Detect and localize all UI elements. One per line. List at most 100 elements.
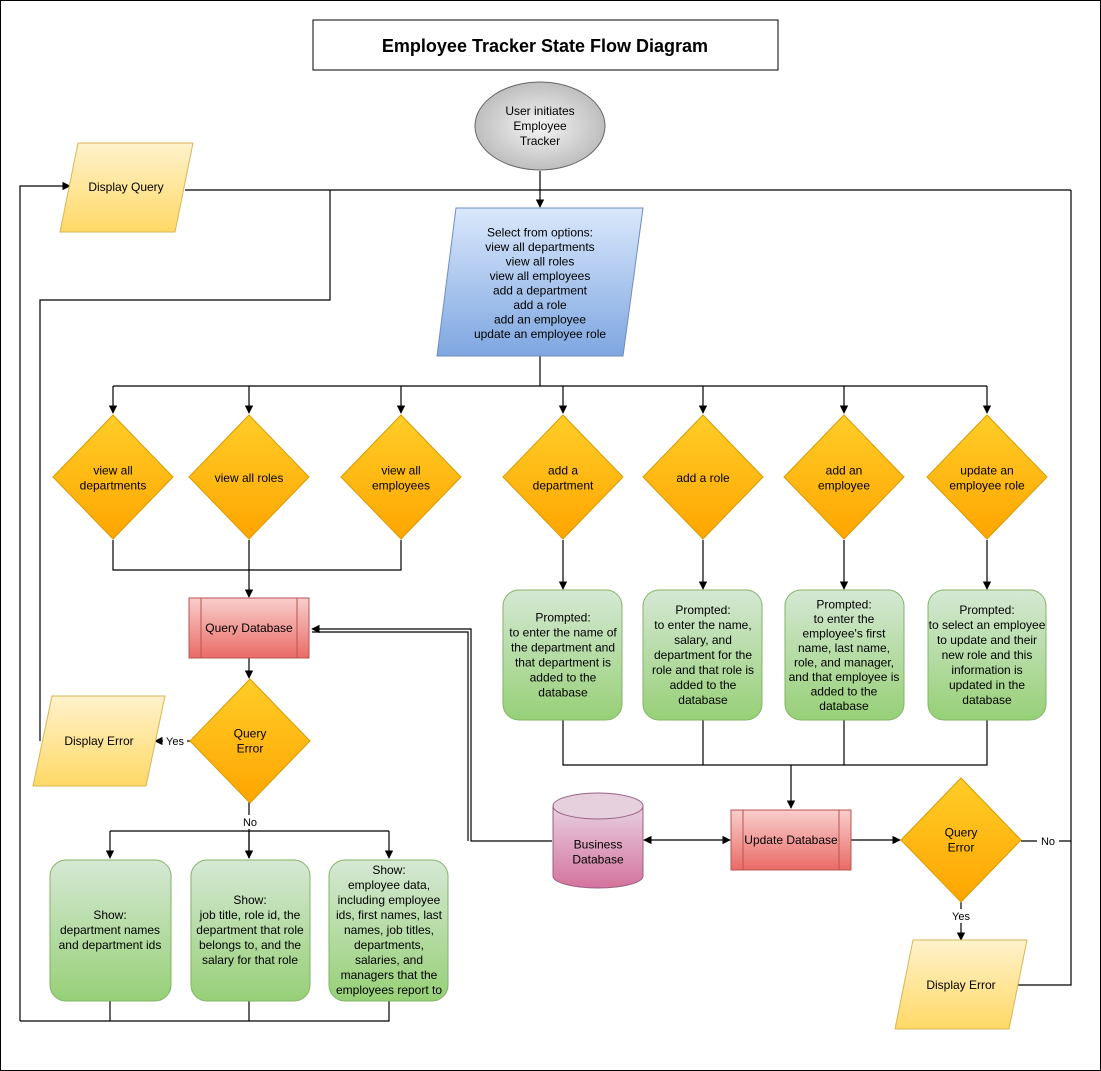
label-line: database	[538, 686, 588, 700]
svg-text:Show:employee data,including e: Show:employee data,including employeeids…	[336, 863, 443, 997]
label-line: department for the	[654, 648, 752, 662]
label-line: ids, first names, last	[336, 908, 443, 922]
label-line: Display Query	[88, 180, 163, 194]
label-line: department that role	[196, 923, 304, 937]
label-line: Tracker	[520, 134, 560, 148]
options-label: Select from options:view all departments…	[474, 225, 606, 341]
label-line: belongs to, and the	[199, 938, 301, 952]
label-line: role and that role is	[652, 663, 754, 677]
label-line: salary for that role	[202, 953, 298, 967]
label-line: add a role	[676, 471, 730, 485]
label-line: employee's first	[803, 626, 887, 640]
label-line: added to the	[811, 684, 878, 698]
label-line: add an employee	[494, 312, 586, 326]
label-line: name, last name,	[798, 641, 890, 655]
edge-query-db-to-business-db-2	[312, 631, 469, 841]
label-line: to enter the name,	[654, 618, 751, 632]
svg-text:Yes: Yes	[166, 736, 184, 748]
update-database-node: Update Database	[730, 809, 852, 871]
label-line: that department is	[515, 656, 611, 670]
label-line: updated in the	[949, 678, 1025, 692]
label-line: database	[819, 699, 869, 713]
edge-label-yes-right: Yes	[948, 909, 974, 923]
label-line: department	[533, 479, 594, 493]
edge-display-error-loop	[39, 190, 331, 741]
label-line: Query Database	[205, 621, 293, 635]
label-line: database	[962, 693, 1012, 707]
label-line: add a	[548, 464, 578, 478]
display-error-left-node: Display Error	[32, 695, 166, 787]
label-line: job title, role id, the	[199, 908, 301, 922]
label-line: employee	[818, 479, 870, 493]
label-line: to update and their	[937, 633, 1037, 647]
label-line: Update Database	[744, 833, 838, 847]
label-line: employees report to	[336, 983, 442, 997]
label-line: database	[678, 693, 728, 707]
label-line: Employee	[513, 119, 567, 133]
svg-text:view all roles: view all roles	[215, 471, 284, 485]
label-line: User initiates	[505, 104, 574, 118]
label-line: Error	[237, 742, 264, 756]
label-line: add an	[826, 464, 863, 478]
svg-text:Display Error: Display Error	[926, 978, 995, 992]
edge-label-no-right: No	[1037, 834, 1059, 848]
svg-text:Display Error: Display Error	[64, 734, 133, 748]
label-line: to enter the name of	[509, 626, 617, 640]
label-line: Business	[574, 838, 623, 852]
label-line: view all	[381, 464, 420, 478]
label-line: view all roles	[215, 471, 284, 485]
label-line: Show:	[233, 893, 266, 907]
title-box: Employee Tracker State Flow Diagram	[312, 19, 779, 71]
edge-right-error-no-loop	[1021, 190, 1072, 842]
edge-view-merge	[112, 540, 402, 571]
label-line: salary, and	[674, 633, 732, 647]
edge-options-bus	[113, 356, 987, 387]
label-line: employees	[372, 479, 430, 493]
label-line: add a department	[493, 283, 588, 297]
label-line: view all	[93, 464, 132, 478]
label-line: update an employee role	[474, 327, 606, 341]
decision-view-roles: view all roles	[188, 414, 310, 540]
label-line: Prompted:	[675, 603, 730, 617]
label-line: employee data,	[348, 878, 430, 892]
label-line: Select from options:	[487, 225, 593, 239]
label-line: managers that the	[341, 968, 438, 982]
label-line: and department ids	[59, 938, 162, 952]
label-line: information is	[951, 663, 1022, 677]
edge-right-display-error-loop	[1018, 841, 1072, 986]
label-line: added to the	[670, 678, 737, 692]
label-line: Prompted:	[959, 603, 1014, 617]
label-line: to select an employee	[929, 618, 1046, 632]
label-line: Error	[948, 841, 975, 855]
label-line: Display Error	[64, 734, 133, 748]
edge-label-yes-left: Yes	[163, 734, 187, 748]
diagram-title: Employee Tracker State Flow Diagram	[382, 36, 708, 56]
label-line: added to the	[530, 671, 597, 685]
label-line: names, job titles,	[344, 923, 434, 937]
label-line: department names	[60, 923, 160, 937]
svg-text:No: No	[1041, 836, 1055, 848]
edge-shows-to-display-query	[19, 186, 390, 1022]
edges	[19, 171, 1072, 1022]
svg-text:Update Database: Update Database	[744, 833, 838, 847]
svg-text:Prompted:to enter the name,sal: Prompted:to enter the name,salary, andde…	[652, 603, 754, 707]
label-line: update an	[960, 464, 1013, 478]
label-line: and that employee is	[789, 670, 900, 684]
edge-prompts-merge	[562, 720, 988, 766]
